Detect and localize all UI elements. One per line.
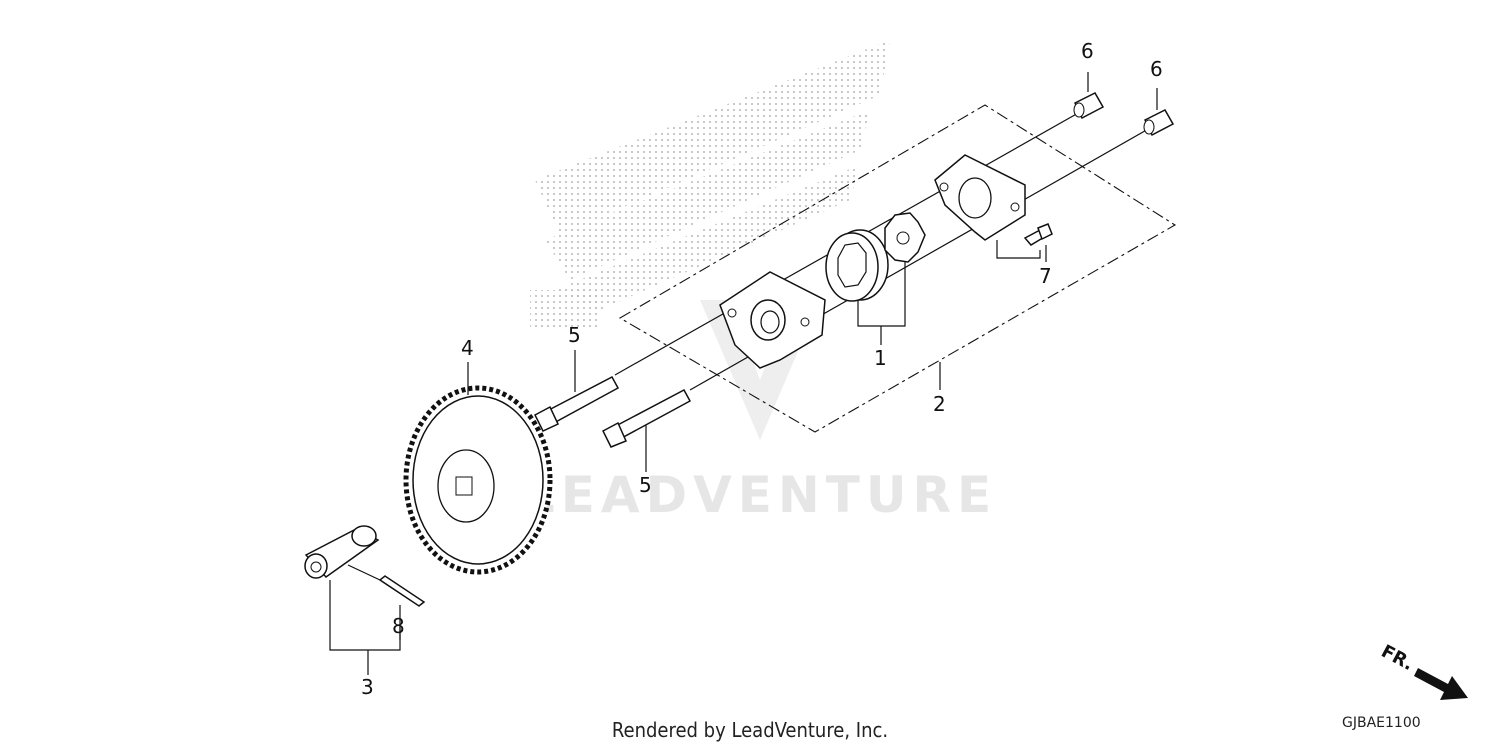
callout-5b: 5 <box>639 473 652 497</box>
oil-pump-assembly-outline <box>618 104 1177 433</box>
oil-pump-cover <box>934 154 1026 241</box>
diagram-code: GJBAE1100 <box>1342 715 1421 731</box>
footer-credit: Rendered by LeadVenture, Inc. <box>611 718 889 742</box>
callout-2: 2 <box>933 392 946 416</box>
callout-1: 1 <box>874 346 887 370</box>
screw-7 <box>1023 223 1053 246</box>
callout-4: 4 <box>461 336 474 360</box>
dowel-pin-6b <box>1143 109 1175 137</box>
oil-pump-body <box>719 271 826 369</box>
callout-7: 7 <box>1039 264 1052 288</box>
bolt-5a <box>534 375 620 432</box>
front-direction-indicator: FR. <box>1378 641 1468 700</box>
callout-5a: 5 <box>568 323 581 347</box>
shaft-3 <box>304 525 380 579</box>
callout-6a: 6 <box>1081 39 1094 63</box>
bolt-5b <box>602 388 692 448</box>
inner-rotor <box>884 212 926 263</box>
arrow-icon <box>1414 668 1468 700</box>
outer-rotor <box>825 229 889 302</box>
leader-lines <box>329 72 1158 675</box>
gear-4 <box>403 385 553 575</box>
callout-3: 3 <box>361 675 374 699</box>
dotted-wing-logo <box>530 40 890 330</box>
pin-8 <box>347 564 426 607</box>
watermark-text: LEADVENTURE <box>523 466 997 524</box>
direction-label: FR. <box>1378 641 1417 675</box>
callout-6b: 6 <box>1150 57 1163 81</box>
callout-8: 8 <box>392 614 405 638</box>
dowel-pin-6a <box>1073 92 1105 120</box>
